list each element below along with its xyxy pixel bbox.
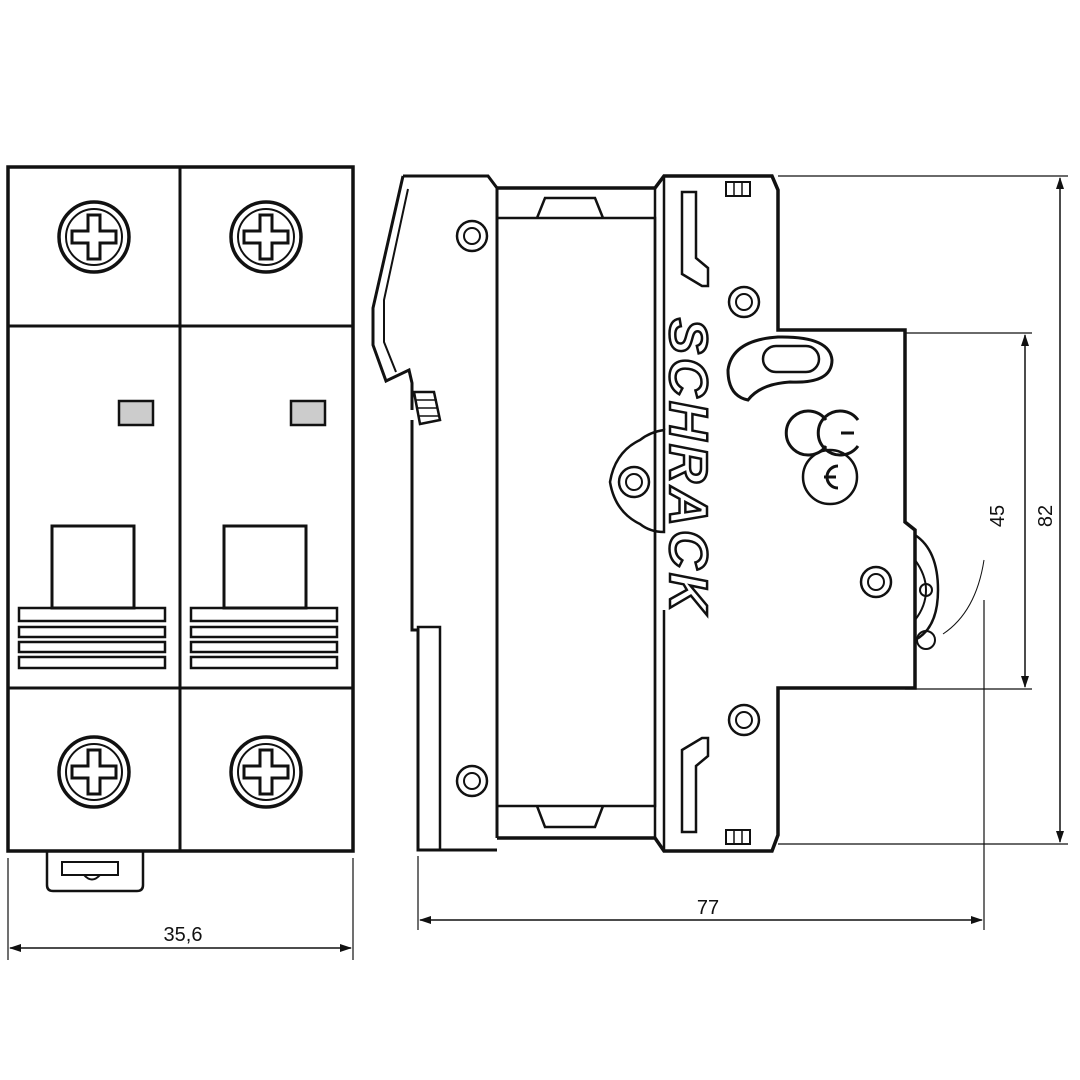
rivet xyxy=(727,703,761,737)
total-height-dimension-label: 82 xyxy=(1035,505,1057,527)
terminal-screw-icon xyxy=(229,735,303,809)
ce-mark-icon xyxy=(784,409,860,457)
terminal-screw-icon xyxy=(229,200,303,274)
terminal-knob xyxy=(914,533,985,650)
side-view: SCHRACK 77 82 45 xyxy=(371,174,1068,930)
front-height-dimension-label: 45 xyxy=(987,505,1009,527)
din-clip-icon xyxy=(45,851,145,893)
width-dimension-label: 35,6 xyxy=(164,924,203,946)
terminal-screw-icon xyxy=(57,735,131,809)
rivet xyxy=(859,565,893,599)
oval-slot xyxy=(726,335,834,402)
front-view: 35,6 xyxy=(6,165,355,960)
rear-rail-slot xyxy=(416,625,442,852)
rear-hook xyxy=(403,174,499,210)
depth-dimension-label: 77 xyxy=(697,897,719,919)
rivet xyxy=(455,764,489,798)
indicator-window xyxy=(117,399,155,427)
rivet xyxy=(455,219,489,253)
side-window xyxy=(495,216,657,808)
toggle-lever xyxy=(189,524,339,670)
side-housing xyxy=(497,174,917,853)
ce-mark-icon xyxy=(801,448,859,506)
rivet xyxy=(617,465,651,499)
rivet xyxy=(727,285,761,319)
brand-logo: SCHRACK xyxy=(658,318,718,616)
indicator-window xyxy=(289,399,327,427)
toggle-lever xyxy=(17,524,167,670)
terminal-screw-icon xyxy=(57,200,131,274)
